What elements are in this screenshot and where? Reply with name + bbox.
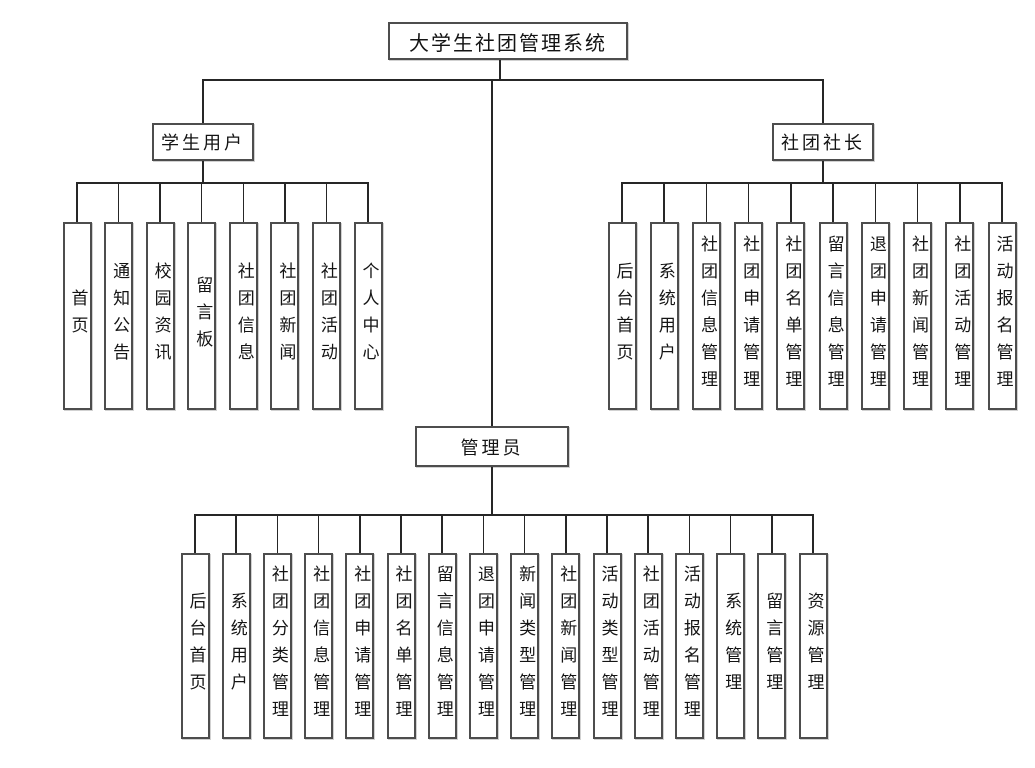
connector-line: [822, 80, 824, 123]
connector-line: [441, 515, 443, 553]
tree-node: 留言板: [187, 222, 217, 410]
tree-node: 新闻类型管理: [510, 553, 540, 739]
tree-node: 系统用户: [221, 553, 251, 739]
tree-node: 首页: [62, 222, 92, 410]
connector-line: [202, 161, 204, 183]
connector-line: [1001, 183, 1003, 222]
connector-line: [202, 79, 824, 81]
connector-line: [729, 515, 732, 553]
connector-line: [235, 515, 237, 553]
connector-line: [200, 183, 203, 222]
tree-node: 通知公告: [104, 222, 134, 410]
connector-line: [523, 515, 526, 553]
connector-line: [117, 183, 120, 222]
connector-line: [565, 515, 567, 553]
tree-node: 后台首页: [607, 222, 637, 410]
tree-node: 社团信息管理: [304, 553, 334, 739]
connector-line: [812, 515, 814, 553]
tree-node: 系统用户: [649, 222, 679, 410]
connector-line: [621, 182, 1003, 184]
tree-node: 退团申请管理: [468, 553, 498, 739]
connector-line: [482, 515, 485, 553]
connector-line: [688, 515, 691, 553]
connector-line: [317, 515, 320, 553]
tree-node: 社团申请管理: [345, 553, 375, 739]
connector-line: [194, 514, 814, 516]
connector-line: [663, 183, 665, 222]
connector-line: [874, 183, 877, 222]
connector-line: [491, 80, 493, 426]
tree-node: 社团新闻: [270, 222, 300, 410]
connector-line: [159, 183, 161, 222]
connector-line: [822, 161, 824, 183]
tree-node: 社团申请管理: [734, 222, 764, 410]
connector-line: [325, 183, 328, 222]
tree-node: 社团名单管理: [776, 222, 806, 410]
node-administrator: 管理员: [415, 426, 569, 467]
tree-node: 社团新闻管理: [903, 222, 933, 410]
node-club-president: 社团社长: [772, 123, 874, 161]
tree-node: 社团分类管理: [262, 553, 292, 739]
tree-node: 社团新闻管理: [551, 553, 581, 739]
connector-line: [367, 183, 369, 222]
connector-line: [771, 515, 773, 553]
connector-line: [959, 183, 961, 222]
connector-line: [747, 183, 750, 222]
connector-line: [76, 182, 369, 184]
connector-line: [202, 80, 204, 123]
tree-node: 社团活动管理: [633, 553, 663, 739]
tree-node: 活动报名管理: [987, 222, 1017, 410]
node-student-user: 学生用户: [152, 123, 254, 161]
node-root-system-title: 大学生社团管理系统: [388, 22, 628, 60]
connector-line: [284, 183, 286, 222]
connector-line: [276, 515, 279, 553]
connector-line: [499, 60, 501, 80]
tree-node: 社团名单管理: [386, 553, 416, 739]
tree-node: 社团信息: [228, 222, 258, 410]
connector-line: [194, 515, 196, 553]
tree-node: 校园资讯: [145, 222, 175, 410]
connector-line: [76, 183, 78, 222]
tree-node: 活动报名管理: [674, 553, 704, 739]
connector-line: [606, 515, 608, 553]
tree-node: 系统管理: [716, 553, 746, 739]
tree-node: 退团申请管理: [860, 222, 890, 410]
connector-line: [621, 183, 623, 222]
tree-node: 个人中心: [353, 222, 383, 410]
connector-line: [647, 515, 649, 553]
connector-line: [790, 183, 792, 222]
connector-line: [705, 183, 708, 222]
connector-line: [242, 183, 245, 222]
connector-line: [491, 467, 493, 515]
tree-node: 活动类型管理: [592, 553, 622, 739]
tree-node: 留言信息管理: [818, 222, 848, 410]
connector-line: [832, 183, 834, 222]
tree-node: 后台首页: [180, 553, 210, 739]
connector-line: [359, 515, 361, 553]
connector-line: [916, 183, 919, 222]
tree-node: 资源管理: [798, 553, 828, 739]
tree-node: 留言信息管理: [427, 553, 457, 739]
tree-node: 留言管理: [757, 553, 787, 739]
tree-node: 社团活动: [311, 222, 341, 410]
connector-line: [400, 515, 402, 553]
tree-node: 社团信息管理: [691, 222, 721, 410]
tree-node: 社团活动管理: [945, 222, 975, 410]
